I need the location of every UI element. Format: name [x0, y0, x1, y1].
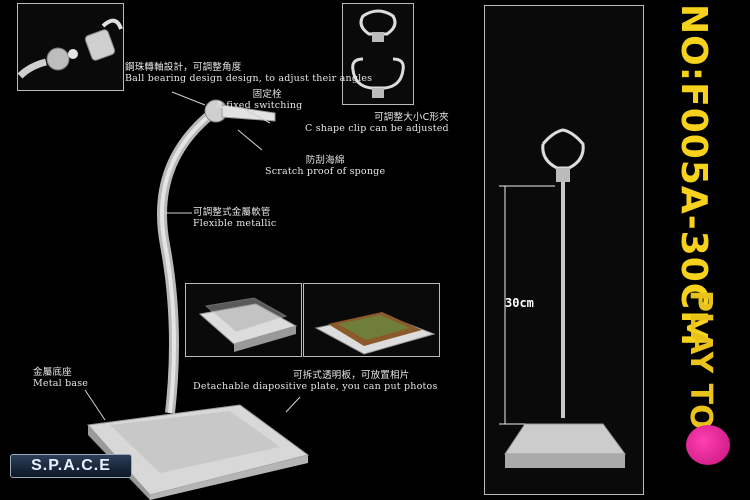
- callout-clip-zh: 可調整大小C形夾: [374, 112, 449, 123]
- callout-sponge-en: Scratch proof of sponge: [265, 166, 386, 177]
- callout-flexible-tube: 可調整式金屬軟管 Flexible metallic: [193, 207, 276, 229]
- space-logo: S.P.A.C.E: [10, 454, 132, 478]
- callout-c-clip: 可調整大小C形夾 C shape clip can be adjusted: [305, 112, 449, 134]
- callout-metal-base: 金屬底座 Metal base: [33, 367, 88, 389]
- full-height-inset: [484, 5, 644, 495]
- callout-clip-en: C shape clip can be adjusted: [305, 123, 449, 134]
- callout-sponge-zh: 防刮海綿: [305, 155, 345, 166]
- callout-fixed-switch: 固定栓 A fixed switching: [216, 89, 302, 111]
- title-strip: NO:F005A-30CM PLAY TOY: [673, 0, 748, 500]
- callout-ball-en: Ball bearing design design, to adjust th…: [125, 73, 373, 84]
- ball-joint-image: [17, 18, 123, 79]
- callout-base-zh: 金屬底座: [33, 367, 72, 378]
- c-clip-inset: [342, 3, 414, 105]
- callout-base-en: Metal base: [33, 378, 89, 389]
- callout-plate: 可拆式透明板，可放置相片 Detachable diapositive plat…: [193, 370, 438, 392]
- ball-joint-inset: [17, 3, 124, 91]
- callout-sponge: 防刮海綿 Scratch proof of sponge: [265, 155, 385, 177]
- c-clip-image: [351, 9, 405, 98]
- photo-plate-inset: [303, 283, 440, 357]
- callout-switch-zh: 固定栓: [252, 89, 282, 100]
- height-measure-label: 30cm: [505, 296, 534, 310]
- plate-inset: [185, 283, 302, 357]
- callout-plate-zh: 可拆式透明板，可放置相片: [293, 370, 410, 381]
- callout-tube-en: Flexible metallic: [193, 218, 277, 229]
- callout-tube-zh: 可調整式金屬軟管: [193, 207, 271, 218]
- photo-plate-image: [314, 312, 436, 355]
- full-height-stand-image: [499, 128, 626, 468]
- clear-plate-image: [198, 297, 298, 352]
- callout-ball-zh: 鋼珠轉軸設計，可調整角度: [125, 62, 242, 73]
- paint-splash-logo: [686, 425, 730, 465]
- callout-switch-en: A fixed switching: [216, 100, 303, 111]
- callout-ball-bearing: 鋼珠轉軸設計，可調整角度 Ball bearing design design,…: [125, 62, 372, 84]
- callout-plate-en: Detachable diapositive plate, you can pu…: [193, 381, 438, 392]
